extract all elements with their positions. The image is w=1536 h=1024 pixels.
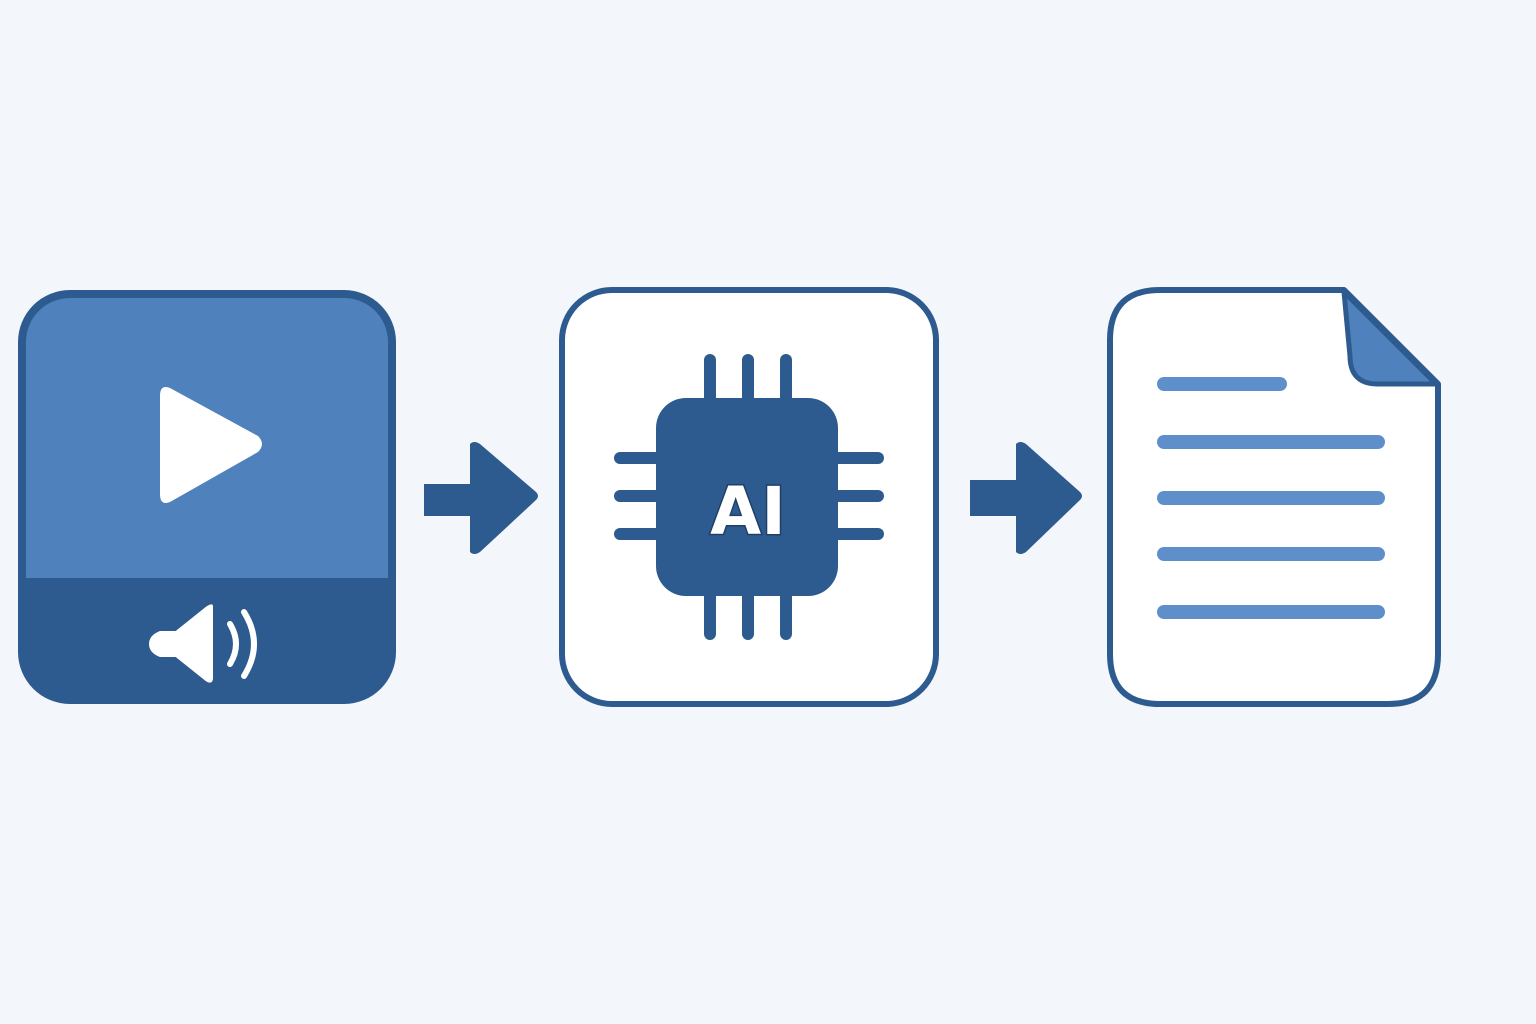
arrow-right-icon [970,442,1082,554]
ai-chip-icon: AI [559,287,939,707]
speaker-icon [149,604,257,683]
text-document-icon [1107,287,1441,707]
chip-label: AI [710,473,786,550]
page-fold [1341,289,1439,387]
media-video-audio-icon [18,290,396,704]
arrow-right-icon [424,442,538,554]
play-icon [160,387,262,503]
